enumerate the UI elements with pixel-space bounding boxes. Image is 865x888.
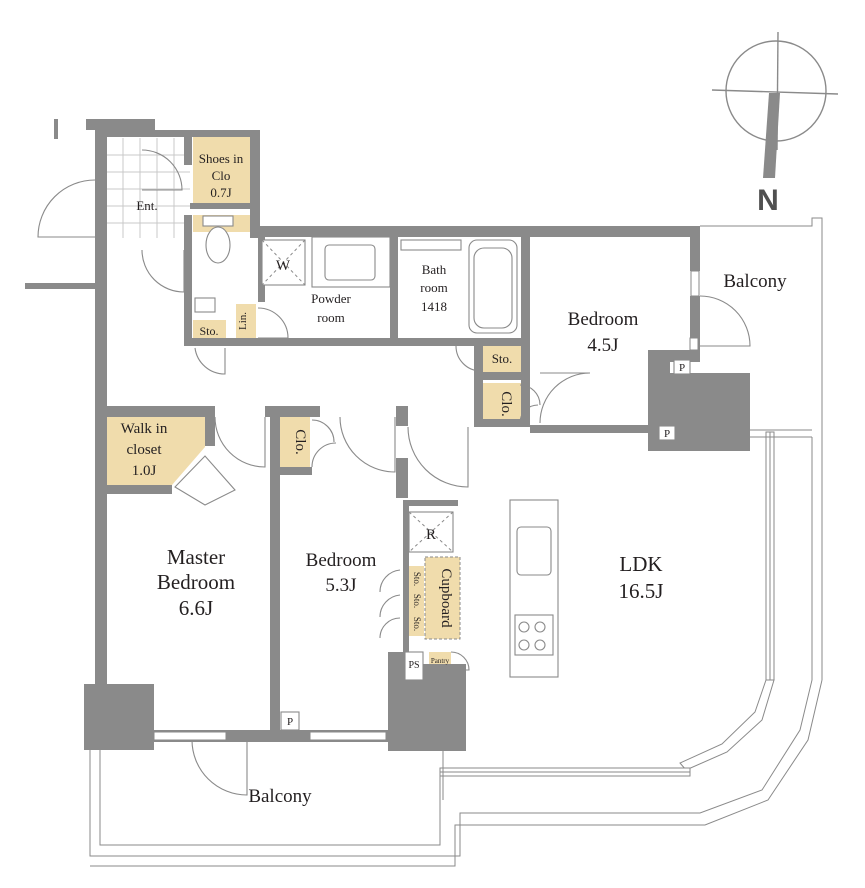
storage-right-label: Sto. (492, 351, 513, 366)
cupboard-fill (425, 557, 460, 639)
closet-mid-fill (280, 417, 310, 467)
compass: N (711, 31, 839, 217)
labels: Ent. Shoes in Clo 0.7J W Powder room Bat… (121, 151, 788, 807)
outlines (89, 215, 823, 867)
svg-text:Clo: Clo (212, 168, 231, 183)
entrance-tiles (107, 138, 190, 238)
compass-north-letter: N (757, 184, 779, 217)
small-storage-labels: Sto. Sto. Sto. (412, 572, 422, 631)
svg-text:Sto.: Sto. (412, 572, 422, 586)
svg-text:Powder: Powder (311, 291, 351, 306)
compass-needle (763, 93, 780, 178)
pipe-label-b: P (664, 428, 670, 440)
svg-text:1.0J: 1.0J (132, 463, 157, 479)
svg-text:16.5J: 16.5J (619, 579, 664, 603)
svg-text:Bedroom: Bedroom (306, 550, 377, 571)
shoes-closet-label: Shoes in Clo 0.7J (199, 151, 244, 200)
storage-left-label: Sto. (199, 324, 218, 338)
pipe-label-a: P (679, 362, 685, 374)
shoes-closet-fill (193, 137, 250, 203)
master-bedroom-label: Master Bedroom 6.6J (157, 545, 235, 620)
windows (153, 270, 775, 777)
svg-text:Shoes in: Shoes in (199, 151, 244, 166)
pipe-space-label: PS (408, 660, 419, 671)
walk-in-closet-fill (107, 417, 205, 485)
storage-fills (107, 137, 521, 668)
bathroom-label: Bath room 1418 (420, 262, 447, 314)
storage-left-fill (193, 320, 226, 340)
small-storage-fill (406, 566, 424, 636)
doors (37, 149, 751, 796)
svg-text:Bath: Bath (422, 262, 447, 277)
svg-text:closet: closet (127, 442, 163, 458)
svg-text:6.6J: 6.6J (179, 596, 213, 620)
refrigerator-label: R (426, 527, 436, 543)
svg-text:room: room (317, 310, 344, 325)
walk-in-closet-label: Walk in closet 1.0J (121, 421, 168, 479)
bedroom-mid-label: Bedroom 5.3J (306, 550, 377, 596)
svg-text:room: room (420, 280, 447, 295)
pipe-label-c: P (287, 716, 293, 728)
svg-text:Walk in: Walk in (121, 421, 168, 437)
compass-ew-line (711, 89, 839, 95)
cupboard-label: Cupboard (438, 568, 454, 628)
washer-label: W (276, 258, 291, 274)
svg-text:0.7J: 0.7J (210, 185, 231, 200)
linen-label: Lin. (237, 312, 249, 330)
walls (25, 119, 750, 751)
ldk-label: LDK 16.5J (619, 552, 664, 603)
svg-text:Sto.: Sto. (412, 594, 422, 608)
bedroom-ne-label: Bedroom 4.5J (568, 309, 639, 356)
svg-text:4.5J: 4.5J (587, 335, 618, 356)
svg-text:LDK: LDK (619, 552, 662, 576)
svg-text:Bedroom: Bedroom (157, 570, 235, 594)
balcony-south-label: Balcony (248, 786, 312, 807)
balcony-east-label: Balcony (723, 271, 787, 292)
closet-ne-label: Clo. (498, 391, 514, 416)
svg-text:Bedroom: Bedroom (568, 309, 639, 330)
closet-mid-label: Clo. (292, 429, 308, 454)
powder-room-label: Powder room (311, 291, 351, 325)
entrance-label: Ent. (136, 198, 157, 213)
svg-text:Master: Master (167, 545, 225, 569)
linen-fill (236, 304, 256, 338)
svg-text:1418: 1418 (421, 299, 447, 314)
pantry-label: Pantry (431, 657, 450, 665)
svg-text:Sto.: Sto. (412, 617, 422, 631)
closet-ne-fill (483, 383, 521, 425)
svg-text:5.3J: 5.3J (325, 575, 356, 596)
storage-right-fill (483, 344, 521, 372)
